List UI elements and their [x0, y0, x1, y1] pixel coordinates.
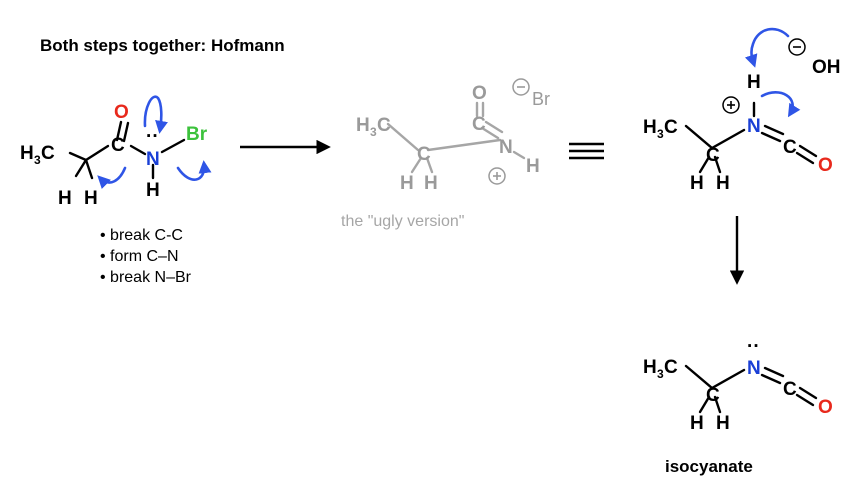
- cation-atom-carbonyl-c: C: [783, 137, 797, 158]
- cation-atom-n: N: [747, 116, 761, 137]
- ugly-atom-h-left: H: [400, 173, 414, 194]
- curly-arrow-nh-break: [760, 91, 801, 118]
- ugly-bond-c-n-top: [480, 126, 500, 140]
- iso-atom-carbonyl-c: C: [783, 379, 797, 400]
- atom-h3c-c: C: [41, 143, 55, 164]
- atom-bromine: Br: [186, 124, 208, 145]
- ugly-atom-carbonyl-c: C: [472, 114, 486, 135]
- cation-atom-h-right: H: [716, 173, 730, 194]
- bond-n-br: [160, 138, 186, 154]
- cation-atom-c: C: [706, 145, 720, 166]
- isocyanate-molecule: H 3 C C N ·· C O H H: [643, 336, 833, 434]
- atom-carbonyl-c: C: [111, 135, 125, 156]
- bond-c-h-right: [84, 158, 94, 180]
- cation-atom-nh: H: [747, 72, 761, 93]
- iso-bond-chain: [684, 364, 746, 390]
- bond-ch3-c: [68, 144, 110, 162]
- ugly-bromide: Br: [532, 89, 550, 109]
- cation-plus-charge-icon: [722, 96, 740, 114]
- iso-atom-n: N: [747, 358, 761, 379]
- ugly-atom-h3c-h: H: [356, 115, 370, 136]
- iso-bond-nc-a: [763, 366, 785, 378]
- bond-co-b: [122, 121, 130, 143]
- atom-nitrogen: N: [146, 149, 160, 170]
- ugly-atom-h3c-c: C: [377, 115, 391, 136]
- curly-arrow-lone-pair: [143, 95, 168, 134]
- atom-nh-h: H: [146, 180, 160, 201]
- cation-atom-h-left: H: [690, 173, 704, 194]
- protonated-isocyanate-molecule: H 3 C C N H C O H H OH: [643, 27, 841, 194]
- iso-h3c-sub: 3: [657, 367, 664, 381]
- cation-bond-h-left: [698, 155, 711, 174]
- iso-bond-nc-b: [760, 373, 782, 385]
- iso-atom-c: C: [706, 385, 720, 406]
- ugly-bond-ch3-c: [386, 122, 420, 152]
- bullet-break-cc: • break C-C: [100, 227, 183, 244]
- ugly-version-caption: the "ugly version": [341, 213, 464, 230]
- ugly-atom-c: C: [417, 144, 431, 165]
- bullet-break-nbr: • break N–Br: [100, 269, 192, 286]
- bond-co-a: [115, 120, 123, 142]
- cation-atom-o: O: [818, 155, 833, 176]
- n-bromoamide-molecule: H 3 C C O N ·· H Br H H: [20, 95, 212, 209]
- ugly-version-structure: H 3 C C O C N H H H Br: [356, 78, 550, 194]
- ugly-minus-charge-icon: [512, 78, 530, 96]
- ugly-atom-n: N: [499, 137, 513, 158]
- ugly-bond-c-h-left: [410, 156, 423, 174]
- ugly-bond-c-h-right: [425, 156, 434, 174]
- iso-bond-co-b: [795, 393, 815, 407]
- atom-oxygen: O: [114, 102, 129, 123]
- ugly-atom-o: O: [472, 83, 487, 104]
- ugly-atom-nh: H: [526, 156, 540, 177]
- iso-bond-h-right: [713, 395, 722, 414]
- atom-h3c-h: H: [20, 143, 34, 164]
- atom-h-right: H: [84, 188, 98, 209]
- bond-c-h-left: [74, 158, 88, 178]
- cation-h3c-c: C: [664, 117, 678, 138]
- hydroxide-label: OH: [812, 57, 841, 78]
- isocyanate-label: isocyanate: [665, 457, 753, 476]
- ugly-atom-h-right: H: [424, 173, 438, 194]
- cation-bond-h-right: [713, 155, 722, 174]
- cation-bond-co-a: [798, 144, 818, 158]
- iso-atom-h-right: H: [716, 413, 730, 434]
- cation-h3c-sub: 3: [657, 127, 664, 141]
- ugly-bond-n-h: [512, 150, 526, 160]
- ugly-atom-h3c-sub: 3: [370, 125, 377, 139]
- curly-arrow-c-c-break: [97, 166, 127, 190]
- ugly-plus-charge-icon: [488, 167, 506, 185]
- nitrogen-lone-pair: ··: [146, 126, 159, 147]
- iso-atom-h-left: H: [690, 413, 704, 434]
- diagram-title: Both steps together: Hofmann: [40, 36, 285, 55]
- atom-h-left: H: [58, 188, 72, 209]
- iso-bond-h-left: [698, 395, 711, 414]
- bond-c-n: [129, 144, 147, 156]
- atom-h3c-sub: 3: [34, 153, 41, 167]
- equivalence-icon: [569, 142, 604, 160]
- curly-arrow-hydroxide-attack: [744, 27, 790, 68]
- cation-bond-nc-a: [763, 124, 785, 136]
- iso-h3c-c: C: [664, 357, 678, 378]
- bullet-form-cn: • form C–N: [100, 248, 179, 265]
- ugly-bond-c-n: [426, 138, 502, 152]
- cation-bond-chain: [684, 124, 746, 150]
- iso-nitrogen-lone-pair: ··: [747, 336, 760, 357]
- cation-bond-nc-b: [760, 131, 782, 143]
- cation-h3c-h: H: [643, 117, 657, 138]
- iso-atom-o: O: [818, 397, 833, 418]
- hydroxide-minus-charge-icon: [788, 38, 806, 56]
- iso-h3c-h: H: [643, 357, 657, 378]
- iso-bond-co-a: [798, 386, 818, 400]
- curly-arrow-n-br-break: [176, 160, 212, 181]
- cation-bond-co-b: [795, 151, 815, 165]
- ugly-bond-c-n-top-2: [484, 120, 504, 134]
